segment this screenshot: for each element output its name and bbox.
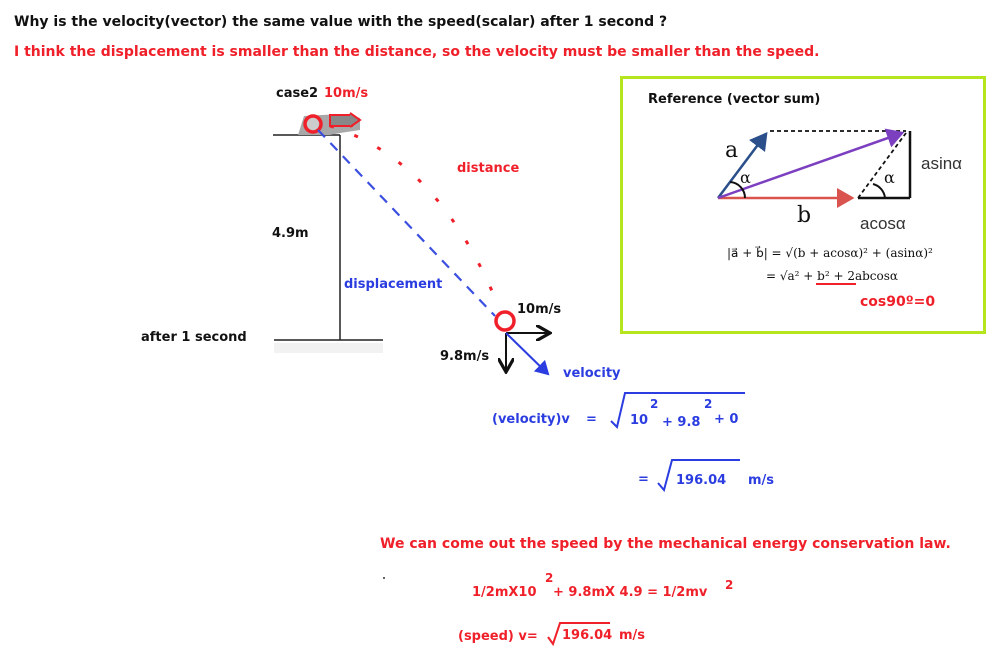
- formula-2: = √a² + b² + 2abcosα: [766, 269, 899, 283]
- displacement-label: displacement: [344, 277, 443, 292]
- displacement-line: [317, 129, 496, 317]
- velocity-unit: m/s: [748, 473, 775, 488]
- car-icon: [298, 112, 362, 135]
- velocity-calc-label: (velocity)v: [492, 412, 570, 427]
- alpha-label-2: α: [884, 168, 895, 187]
- vector-a-label: a: [725, 138, 739, 163]
- initial-speed: 10m/s: [324, 86, 369, 101]
- acos-label: acosα: [860, 214, 906, 233]
- alpha-label-1: α: [740, 168, 751, 187]
- vector-b-label: b: [797, 203, 812, 228]
- reference-box: [620, 76, 986, 334]
- velocity-label: velocity: [563, 366, 621, 381]
- velocity-term1: 10: [630, 413, 649, 428]
- speed-label: (speed) v=: [458, 629, 538, 644]
- velocity-eq: =: [586, 412, 597, 427]
- energy-mid: + 9.8mX 4.9 = 1/2mv: [553, 585, 708, 600]
- velocity-arrow: [505, 332, 550, 376]
- vector-sum-diagram: [717, 128, 912, 285]
- vertical-velocity-label: 9.8m/s: [440, 349, 490, 364]
- question-title: Why is the velocity(vector) the same val…: [14, 14, 668, 30]
- sqrt-velocity-1: [610, 392, 745, 429]
- speed-unit: m/s: [619, 628, 646, 643]
- sqrt-velocity-2: [657, 459, 740, 493]
- energy-lhs: 1/2mX10: [472, 585, 537, 600]
- cos-note: cos90º=0: [860, 294, 936, 310]
- case-label: case2: [276, 86, 319, 101]
- question-claim: I think the displacement is smaller than…: [14, 44, 820, 60]
- height-label: 4.9m: [272, 226, 309, 241]
- energy-lhs-exp: 2: [545, 571, 554, 585]
- distance-label: distance: [457, 161, 520, 176]
- velocity-term2: + 9.8: [662, 415, 701, 430]
- formula-1: |a⃗ + b⃗| = √(b + acosα)² + (asinα)²: [727, 246, 933, 260]
- reference-title: Reference (vector sum): [648, 92, 821, 107]
- velocity-eq2: =: [638, 472, 649, 487]
- distance-curve: [329, 124, 502, 311]
- cliff: [273, 134, 383, 353]
- time-label: after 1 second: [141, 330, 247, 345]
- sqrt-speed: [547, 622, 610, 647]
- velocity-exp2: 2: [704, 397, 713, 411]
- velocity-term3: + 0: [714, 412, 739, 427]
- speed-value: 196.04: [562, 628, 613, 643]
- horizontal-velocity-label: 10m/s: [517, 302, 562, 317]
- energy-rhs-exp: 2: [725, 578, 734, 592]
- velocity-result: 196.04: [676, 473, 727, 488]
- asin-label: asinα: [921, 154, 963, 173]
- ball-icon: [494, 310, 516, 332]
- velocity-exp1: 2: [650, 397, 659, 411]
- energy-statement: We can come out the speed by the mechani…: [380, 536, 951, 552]
